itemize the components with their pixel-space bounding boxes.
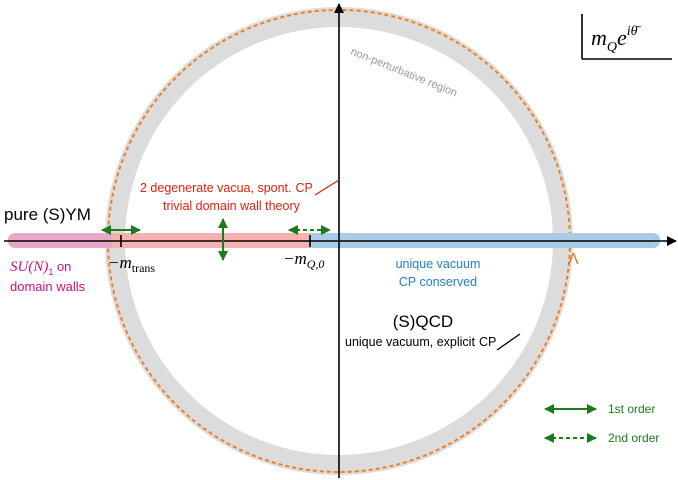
- pure-sym-label: pure (S)YM: [4, 205, 91, 224]
- corner-complex-mass-label: mQeiθ̄: [591, 24, 642, 55]
- cp-slashed-explicit: CP: [479, 335, 496, 349]
- lambda-label: Λ: [568, 251, 579, 268]
- cp-strike-explicit: [496, 333, 521, 351]
- cp-strike-spont: [314, 179, 340, 196]
- legend-first-order-label: 1st order: [608, 402, 655, 416]
- legend-second-order-label: 2nd order: [608, 431, 659, 445]
- non-perturbative-region-label: non-perturbative region: [349, 46, 459, 100]
- m-trans-label: −mtrans: [108, 253, 155, 275]
- domain-walls-label: domain walls: [10, 279, 86, 294]
- su-n-label: SU(N)1 on: [10, 259, 71, 277]
- legend: 1st order 2nd order: [544, 402, 659, 445]
- cp-conserved-label: CP conserved: [399, 275, 477, 289]
- trivial-domain-wall-label: trivial domain wall theory: [163, 199, 301, 213]
- cp-slashed-spont: CP: [296, 181, 313, 195]
- unique-vacuum-label: unique vacuum: [396, 257, 481, 271]
- m-q0-label: −mQ,0: [283, 249, 324, 271]
- sqcd-title: (S)QCD: [393, 312, 453, 331]
- degenerate-vacua-label: 2 degenerate vacua, spont.CP: [140, 181, 313, 195]
